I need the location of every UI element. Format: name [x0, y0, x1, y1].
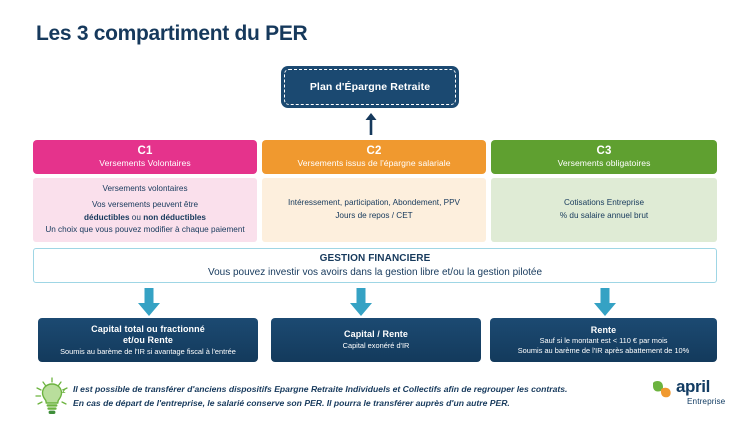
output-3-title-line-1: Rente — [590, 324, 617, 335]
compartment-column-c2: C2 Versements issus de l'épargne salaria… — [262, 140, 486, 242]
april-logo-subtitle: Entreprise — [687, 397, 726, 406]
svg-text:z: z — [62, 388, 66, 395]
output-2-title-line-1: Capital / Rente — [343, 329, 408, 340]
per-top-box: Plan d'Épargne Retraite — [281, 66, 459, 108]
c1-bold-non-deductibles: non déductibles — [143, 212, 206, 222]
c1-bold-deductibles: déductibles — [84, 212, 130, 222]
output-1-sub-line-1: Soumis au barème de l'IR si avantage fis… — [60, 346, 236, 356]
c2-line-2: Jours de repos / CET — [335, 211, 413, 220]
compartment-column-c1: C1 Versements Volontaires Versements vol… — [33, 140, 257, 242]
output-2-sub-line-1: Capital exonéré d'IR — [342, 341, 410, 351]
output-3-sub-line-2: Soumis au barème de l'IR après abattemen… — [517, 345, 690, 355]
c2-header: C2 Versements issus de l'épargne salaria… — [262, 140, 486, 174]
c1-line-4: Un choix que vous pouvez modifier à chaq… — [45, 225, 245, 235]
output-box-c1: Capital total ou fractionné et/ou Rente … — [38, 318, 258, 362]
c3-header: C3 Versements obligatoires — [491, 140, 717, 174]
per-box-label: Plan d'Épargne Retraite — [309, 81, 431, 93]
c3-line-2: % du salaire annuel brut — [559, 211, 649, 220]
arrow-down-icon-3 — [594, 288, 616, 316]
footer-note-line-1: Il est possible de transférer d'anciens … — [73, 384, 568, 394]
c3-line-1: Cotisations Entreprise — [563, 198, 645, 208]
arrow-down-icon-2 — [350, 288, 372, 316]
c1-conjunction: ou — [129, 212, 144, 222]
c2-code: C2 — [366, 145, 382, 158]
april-entreprise-logo: april Entreprise — [652, 378, 740, 412]
c3-body: Cotisations Entreprise % du salaire annu… — [491, 178, 717, 242]
c1-code: C1 — [137, 145, 153, 158]
c1-line-1: Versements volontaires — [102, 184, 188, 193]
c1-subtitle: Versements Volontaires — [99, 157, 191, 168]
output-1-title-line-1: Capital total ou fractionné — [91, 323, 205, 334]
c2-subtitle: Versements issus de l'épargne salariale — [297, 157, 451, 168]
arrow-down-icon-1 — [138, 288, 160, 316]
output-box-c3: Rente Sauf si le montant est < 110 € par… — [490, 318, 717, 362]
c2-body: Intéressement, participation, Abondement… — [262, 178, 486, 242]
page-title: Les 3 compartiment du PER — [36, 22, 308, 45]
arrow-up-icon — [365, 113, 377, 135]
c1-header: C1 Versements Volontaires — [33, 140, 257, 174]
output-3-sub-line-1: Sauf si le montant est < 110 € par mois — [539, 336, 668, 346]
c2-line-1: Intéressement, participation, Abondement… — [287, 198, 461, 208]
gestion-subtitle: Vous pouvez investir vos avoirs dans la … — [207, 266, 543, 278]
c1-line-3: déductibles ou non déductibles — [84, 212, 206, 225]
april-leaf-icon — [653, 381, 671, 398]
c1-line-2: Vos versements peuvent être — [91, 199, 199, 209]
footer-note-line-2: En cas de départ de l'entreprise, le sal… — [73, 398, 510, 409]
compartment-column-c3: C3 Versements obligatoires Cotisations E… — [491, 140, 717, 242]
lightbulb-icon: z — [35, 377, 68, 414]
c3-code: C3 — [596, 145, 612, 158]
gestion-title: GESTION FINANCIERE — [319, 253, 431, 264]
c1-body: Versements volontaires Vos versements pe… — [33, 178, 257, 242]
gestion-financiere-bar: GESTION FINANCIERE Vous pouvez investir … — [33, 248, 717, 283]
output-box-c2: Capital / Rente Capital exonéré d'IR — [271, 318, 481, 362]
april-wordmark: april — [676, 377, 710, 396]
output-1-title-line-2: et/ou Rente — [122, 335, 174, 346]
c3-subtitle: Versements obligatoires — [557, 157, 651, 168]
footer-note: Il est possible de transférer d'anciens … — [73, 382, 633, 410]
